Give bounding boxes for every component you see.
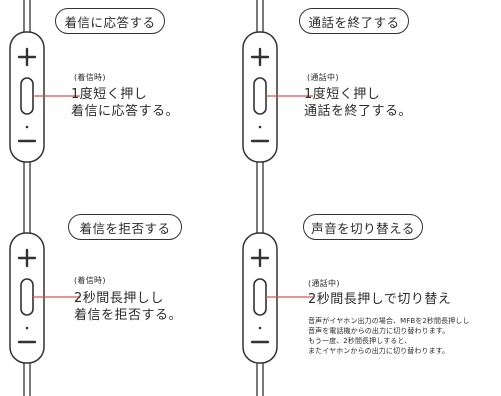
panel-switch-audio: 声音を切り替える (通話中) 2秒間長押しで切り替え 音声がイヤホン出力の場合、… — [233, 198, 501, 396]
action-title: 通話を終了する — [299, 8, 409, 34]
instruction-text: 1度短く押し 通話を終了する。 — [304, 87, 413, 119]
instruction-text: 1度短く押し 着信に応答する。 — [71, 87, 180, 119]
action-title: 声音を切り替える — [303, 214, 423, 240]
remote-illustration — [242, 198, 313, 396]
volume-up-icon — [250, 47, 270, 67]
context-label: (通話中) — [308, 279, 340, 288]
remote-illustration — [9, 0, 80, 198]
instruction-text: 2秒間長押しし 着信を拒否する。 — [74, 291, 183, 323]
remote-body — [9, 232, 45, 364]
remote-body — [9, 31, 45, 163]
microphone-dot-icon — [258, 125, 262, 129]
remote-illustration — [242, 0, 313, 198]
panel-reject-call: 着信を拒否する (着信時) 2秒間長押しし 着信を拒否する。 — [0, 198, 250, 396]
panel-answer-call: 着信に応答する (着信時) 1度短く押し 着信に応答する。 — [0, 0, 250, 198]
volume-up-icon — [250, 248, 270, 268]
microphone-dot-icon — [258, 326, 262, 330]
context-label: (着信時) — [74, 73, 106, 82]
volume-up-icon — [17, 47, 37, 67]
remote-body — [242, 232, 278, 364]
detail-note: 音声がイヤホン出力の場合、MFBを2秒間長押しし 音声を電話機からの出力に切り替… — [308, 317, 470, 355]
instruction-text: 2秒間長押しで切り替え — [308, 292, 452, 307]
microphone-dot-icon — [25, 125, 29, 129]
remote-body — [242, 31, 278, 163]
context-label: (通話中) — [307, 73, 339, 82]
action-title: 着信に応答する — [55, 8, 165, 34]
panel-end-call: 通話を終了する (通話中) 1度短く押し 通話を終了する。 — [233, 0, 483, 198]
microphone-dot-icon — [25, 326, 29, 330]
context-label: (着信時) — [74, 276, 106, 285]
volume-up-icon — [17, 248, 37, 268]
action-title: 着信を拒否する — [68, 214, 182, 240]
remote-illustration — [9, 198, 80, 396]
